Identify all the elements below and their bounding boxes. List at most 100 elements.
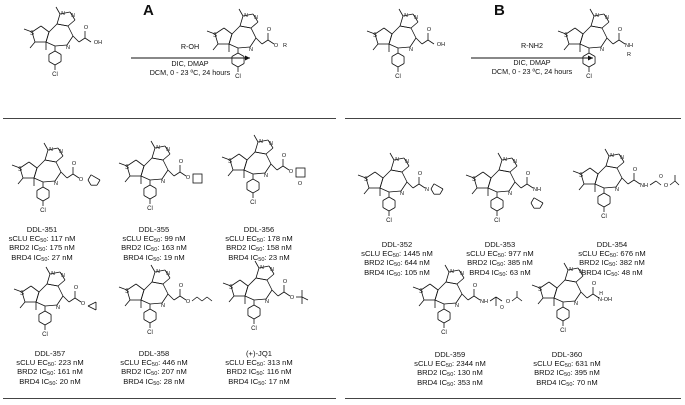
svg-text:O: O xyxy=(664,183,669,189)
panel-label-b: B xyxy=(494,2,505,19)
svg-text:N: N xyxy=(54,181,58,187)
svg-text:N: N xyxy=(59,149,63,155)
svg-text:N: N xyxy=(395,157,399,163)
compound-brd4-value: BRD4 IC50: 63 nM xyxy=(469,267,531,278)
compound-name: DDL-358 xyxy=(138,349,170,358)
svg-text:N: N xyxy=(460,271,464,277)
svg-text:OH: OH xyxy=(94,40,102,46)
svg-text:N: N xyxy=(56,305,60,311)
svg-text:N: N xyxy=(450,269,454,275)
divider-b-top xyxy=(345,118,681,119)
reaction-arrow-b xyxy=(471,55,593,61)
compound-brd2-value: BRD2 IC50: 161 nM xyxy=(17,367,83,378)
svg-text:Cl: Cl xyxy=(147,206,153,212)
compound-sclu-value: sCLU EC50: 977 nM xyxy=(466,249,534,260)
svg-text:S: S xyxy=(125,289,129,295)
svg-text:N: N xyxy=(161,179,165,185)
svg-text:S: S xyxy=(229,285,233,291)
svg-text:N: N xyxy=(61,11,65,17)
divider-a-top xyxy=(3,118,336,119)
compound-brd4-value: BRD4 IC50: 48 nM xyxy=(581,267,643,278)
svg-text:N: N xyxy=(260,265,264,271)
compound-sclu-value: sCLU EC50: 117 nM xyxy=(8,234,76,245)
compound-brd2-value: BRD2 IC50: 175 nM xyxy=(9,243,75,254)
svg-text:N: N xyxy=(400,191,404,197)
svg-text:H: H xyxy=(599,291,603,297)
svg-text:S: S xyxy=(579,173,583,179)
compound-name: DDL-356 xyxy=(243,225,275,234)
svg-text:O: O xyxy=(186,299,191,305)
compound-brd4-value: BRD4 IC50: 27 nM xyxy=(11,252,73,263)
svg-text:O: O xyxy=(79,177,84,183)
compound-sclu-value: sCLU EC50: 223 nM xyxy=(16,358,84,369)
compound-sclu-value: sCLU EC50: 2344 nM xyxy=(414,359,486,370)
svg-text:NH: NH xyxy=(533,187,541,193)
compound-name: DDL-351 xyxy=(26,225,58,234)
compound-sclu-value: sCLU EC50: 313 nM xyxy=(225,358,293,369)
svg-text:Cl: Cl xyxy=(52,72,58,78)
compound-name: DDL-357 xyxy=(34,349,66,358)
svg-text:O: O xyxy=(84,25,89,31)
svg-text:Cl: Cl xyxy=(147,330,153,336)
svg-text:O: O xyxy=(179,159,184,165)
svg-text:N: N xyxy=(270,267,274,273)
compound-sclu-value: sCLU EC50: 1445 nM xyxy=(361,249,433,260)
compound-brd2-value: BRD2 IC50: 395 nM xyxy=(534,368,600,379)
svg-text:O: O xyxy=(72,161,77,167)
compound-brd2-value: BRD2 IC50: 207 nM xyxy=(121,367,187,378)
svg-text:O: O xyxy=(418,171,423,177)
svg-text:N: N xyxy=(404,13,408,19)
compound-name: (+)-JQ1 xyxy=(246,349,272,358)
svg-text:N: N xyxy=(600,47,604,53)
compound-sclu-value: sCLU EC50: 676 nM xyxy=(578,249,646,260)
reagent-b: R-NH2 xyxy=(521,41,543,50)
svg-text:N-OH: N-OH xyxy=(598,297,612,303)
svg-text:O: O xyxy=(283,279,288,285)
svg-text:O: O xyxy=(473,283,478,289)
svg-text:O: O xyxy=(289,169,294,175)
compound-brd2-value: BRD2 IC50: 116 nM xyxy=(226,367,292,378)
svg-text:S: S xyxy=(538,287,542,293)
svg-text:N: N xyxy=(249,47,253,53)
svg-text:S: S xyxy=(228,159,232,165)
compound-name: DDL-352 xyxy=(381,240,413,249)
svg-text:Cl: Cl xyxy=(386,218,392,224)
svg-text:N: N xyxy=(414,15,418,21)
svg-text:N: N xyxy=(49,147,53,153)
svg-text:Cl: Cl xyxy=(42,332,48,338)
svg-text:N: N xyxy=(156,269,160,275)
svg-text:O: O xyxy=(592,281,597,287)
svg-text:N: N xyxy=(265,299,269,305)
svg-text:NH: NH xyxy=(480,299,488,305)
conditions-b-1: DIC, DMAP xyxy=(513,58,551,67)
svg-text:Cl: Cl xyxy=(250,200,256,206)
svg-text:N: N xyxy=(161,303,165,309)
svg-text:N: N xyxy=(620,155,624,161)
compound-brd4-value: BRD4 IC50: 17 nM xyxy=(228,376,290,387)
svg-text:S: S xyxy=(18,167,22,173)
conditions-b-2: DCM, 0 - 23 ºC, 24 hours xyxy=(491,67,573,76)
compound-brd2-value: BRD2 IC50: 385 nM xyxy=(467,258,533,269)
conditions-a-2: DCM, 0 - 23 ºC, 24 hours xyxy=(149,68,231,77)
svg-text:O: O xyxy=(500,305,504,311)
svg-text:N: N xyxy=(455,303,459,309)
reagent-a: R-OH xyxy=(180,42,200,51)
compound-name: DDL-353 xyxy=(484,240,516,249)
reaction-conditions-b: R-NH2 DIC, DMAP DCM, 0 - 23 ºC, 24 hours xyxy=(470,41,594,76)
svg-text:O: O xyxy=(298,181,303,187)
svg-text:N: N xyxy=(595,13,599,19)
svg-text:R: R xyxy=(283,43,287,49)
